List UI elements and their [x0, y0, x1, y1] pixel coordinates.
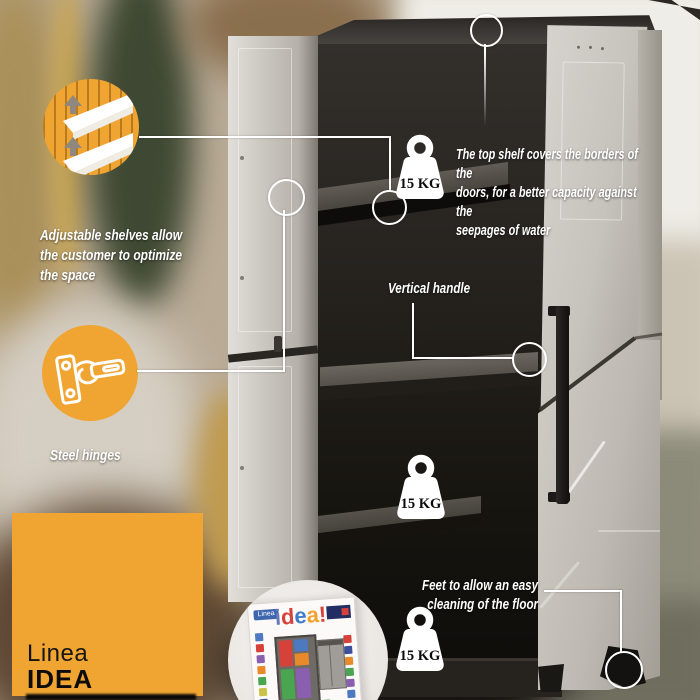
- brand-name-linea: Linea: [27, 640, 89, 667]
- svg-text:15 KG: 15 KG: [400, 176, 441, 192]
- carton-open-cabinet-image: [274, 634, 322, 700]
- carton-thumbnail: [345, 667, 355, 677]
- carton-logo: idea!: [274, 601, 327, 631]
- steel-hinge-icon: [42, 325, 138, 421]
- callout-circle-hinge: [268, 179, 305, 216]
- callout-line-hinge-v: [283, 210, 285, 372]
- callout-line-handle-h: [412, 357, 514, 359]
- cabinet-seam: [538, 332, 663, 412]
- note-vertical-handle: Vertical handle: [388, 281, 471, 297]
- callout-line-cabinet-top: [484, 44, 486, 126]
- svg-text:15 KG: 15 KG: [401, 496, 442, 512]
- callout-circle-top-shelf: [372, 190, 407, 225]
- carton-thumbnail: [257, 665, 266, 675]
- callout-line-handle-v: [412, 303, 414, 359]
- product-carton: Linea idea!: [246, 596, 366, 700]
- carton-thumbnail: [346, 678, 355, 688]
- brand-panel-shadow: [26, 694, 196, 700]
- weight-15kg-icon: 15 KG: [397, 454, 445, 519]
- callout-line-shelves-h: [139, 136, 391, 138]
- carton-thumbnails-left: [254, 630, 270, 700]
- carton-thumbnail: [256, 654, 265, 664]
- note-top-shelf: The top shelf covers the borders of the …: [456, 147, 638, 239]
- adjustable-shelves-icon: [43, 79, 139, 175]
- carton-thumbnail: [258, 687, 268, 697]
- product-box-photo: Linea idea!: [228, 580, 388, 700]
- callout-line-feet-v: [620, 590, 622, 653]
- callout-circle-cabinet-top: [470, 14, 503, 47]
- cabinet-left-door-open: [227, 36, 319, 602]
- callout-line-shelves-v: [389, 136, 391, 192]
- callout-circle-handle: [512, 342, 547, 377]
- note-adjustable-shelves: Adjustable shelves allow the customer to…: [40, 227, 183, 284]
- carton-thumbnail: [347, 689, 356, 699]
- carton-corner-mark: [326, 604, 352, 620]
- weight-15kg-icon: 15 KG: [396, 606, 444, 671]
- carton-thumbnail: [344, 656, 354, 666]
- callout-circle-feet: [605, 651, 643, 689]
- carton-thumbnail: [254, 632, 264, 642]
- carton-closed-cabinet-image: [316, 638, 347, 691]
- brand-name-idea: IDEA: [27, 664, 94, 694]
- carton-thumbnail: [343, 634, 352, 644]
- carton-thumbnail: [257, 676, 267, 686]
- weight-15kg-icon: 15 KG: [396, 134, 444, 199]
- carton-thumbnail: [255, 643, 265, 653]
- callout-line-feet-h: [544, 590, 622, 592]
- svg-text:15 KG: 15 KG: [400, 648, 441, 664]
- carton-thumbnail: [344, 645, 353, 655]
- note-steel-hinges: Steel hinges: [50, 447, 121, 464]
- carton-logo-letter: !: [317, 601, 327, 627]
- note-feet: Feet to allow an easy cleaning of the fl…: [421, 578, 538, 613]
- callout-line-hinge-h: [137, 370, 285, 372]
- brand-panel: Linea IDEA: [12, 513, 203, 696]
